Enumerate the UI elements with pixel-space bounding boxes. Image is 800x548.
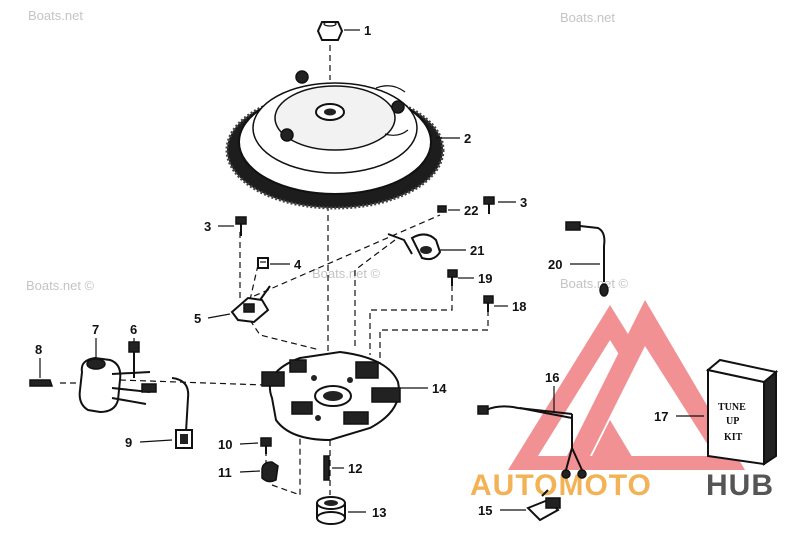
brand-triangle-icon bbox=[508, 300, 745, 470]
callout-8: 8 bbox=[35, 342, 42, 357]
callout-2: 2 bbox=[464, 131, 471, 146]
part-18-screw bbox=[483, 295, 494, 312]
kit-label-line2: UP bbox=[726, 416, 739, 427]
part-9-spark-plug-lead bbox=[171, 377, 193, 449]
callout-19: 19 bbox=[478, 271, 492, 286]
assembly-guide-lines bbox=[60, 45, 489, 496]
callout-7: 7 bbox=[92, 322, 99, 337]
callout-6: 6 bbox=[130, 322, 137, 337]
part-19-screw bbox=[447, 269, 458, 286]
callout-21: 21 bbox=[470, 243, 484, 258]
brand-logo bbox=[508, 300, 745, 470]
part-4-clip bbox=[257, 257, 269, 269]
callout-leader-lines bbox=[39, 29, 704, 513]
kit-label-line3: KIT bbox=[724, 432, 743, 443]
callout-3-right: 3 bbox=[520, 195, 527, 210]
callout-12: 12 bbox=[348, 461, 362, 476]
brand-name-part2: HUB bbox=[706, 469, 774, 502]
brand-name-part1: AUTOMOTO bbox=[470, 469, 652, 502]
part-8-pin bbox=[29, 379, 54, 387]
callout-17: 17 bbox=[654, 409, 668, 424]
part-22-screw bbox=[437, 205, 447, 213]
part-11-breaker-cam bbox=[261, 461, 279, 483]
part-14-armature-plate bbox=[261, 350, 401, 442]
brand-wordmark: AUTOMOTO HUB bbox=[470, 469, 774, 502]
part-7-ignition-coil bbox=[78, 356, 157, 414]
watermark-top-left: Boats.net bbox=[28, 8, 83, 23]
watermark-mid-center: Boats.net © bbox=[312, 266, 381, 281]
part-21-condenser bbox=[387, 233, 442, 261]
part-12-roll-pin bbox=[323, 455, 330, 481]
callout-11: 11 bbox=[218, 465, 232, 480]
part-10-screw bbox=[260, 437, 272, 454]
part-16-wire-harness bbox=[477, 405, 587, 479]
callout-14: 14 bbox=[432, 381, 447, 396]
callout-9: 9 bbox=[125, 435, 132, 450]
watermark-mid-left: Boats.net © bbox=[26, 278, 95, 293]
callout-22: 22 bbox=[464, 203, 478, 218]
callout-13: 13 bbox=[372, 505, 386, 520]
callout-20: 20 bbox=[548, 257, 562, 272]
callout-numbers: 1 2 3 3 4 5 6 7 8 9 10 11 12 13 14 15 16… bbox=[35, 23, 668, 520]
callout-5: 5 bbox=[194, 311, 201, 326]
part-3-screw-right bbox=[483, 196, 495, 214]
kit-label-line1: TUNE bbox=[718, 402, 746, 413]
part-15-sensor bbox=[526, 489, 561, 522]
part-5-breaker-arm bbox=[230, 285, 271, 324]
part-17-tune-up-kit: TUNE UP KIT bbox=[705, 358, 779, 466]
watermarks: Boats.net Boats.net Boats.net © Boats.ne… bbox=[26, 8, 629, 293]
callout-18: 18 bbox=[512, 299, 526, 314]
part-13-bushing bbox=[316, 496, 346, 525]
callout-10: 10 bbox=[218, 437, 232, 452]
watermark-mid-right: Boats.net © bbox=[560, 276, 629, 291]
part-20-ground-wire bbox=[565, 221, 609, 297]
watermark-top-right: Boats.net bbox=[560, 10, 615, 25]
callout-16: 16 bbox=[545, 370, 559, 385]
callout-4: 4 bbox=[294, 257, 302, 272]
callout-1: 1 bbox=[364, 23, 371, 38]
part-2-flywheel bbox=[225, 70, 445, 210]
callout-3-left: 3 bbox=[204, 219, 211, 234]
part-1-flywheel-nut bbox=[316, 21, 344, 41]
part-3-screw-left bbox=[235, 216, 247, 236]
callout-15: 15 bbox=[478, 503, 492, 518]
